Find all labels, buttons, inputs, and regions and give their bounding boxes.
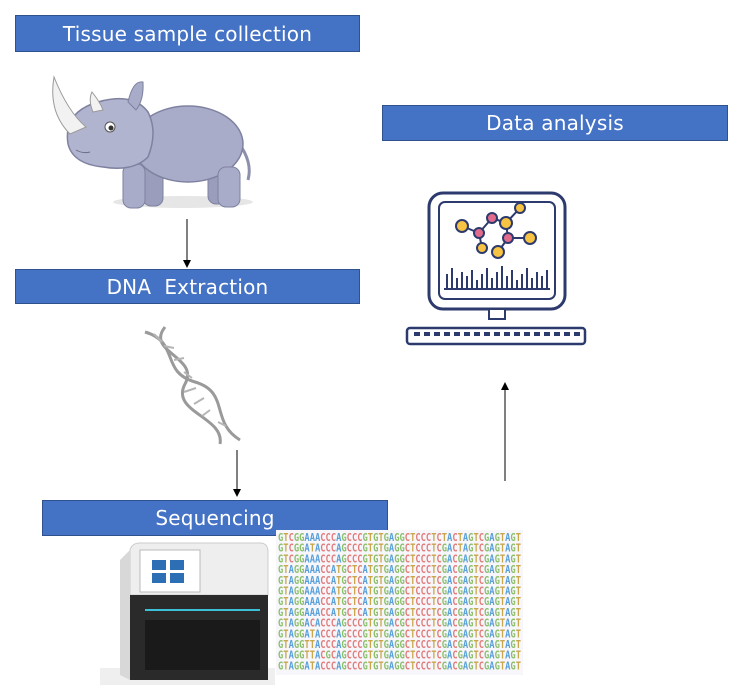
- step-tissue-sample-collection: Tissue sample collection: [15, 15, 360, 52]
- sequence-read: GTCGGAAACCCAGCCCGTGTGAGGCTCCCTCTACTAGTCG…: [278, 533, 521, 544]
- step-label: Sequencing: [155, 506, 275, 530]
- sequence-read: GTAGGAAACCATGCTCATGTGAGGCTCCCTCGACGAGTCG…: [278, 587, 521, 598]
- step-data-analysis: Data analysis: [382, 105, 728, 141]
- step-label: Data analysis: [486, 111, 624, 135]
- sequence-read: GTAGGAAACCATGCTCATGTGAGGCTCCCTCGACGAGTCG…: [278, 565, 521, 576]
- sequence-read: GTAGGAAACCATGCTCATGTGAGGCTCCCTCGACGAGTCG…: [278, 597, 521, 608]
- computer-analysis-icon: [405, 191, 587, 346]
- sequence-read: GTAGGTTACGCAGCCCGTGTGAGGCTCCCTCGACGAGTCG…: [278, 651, 521, 662]
- step-label: Tissue sample collection: [62, 21, 313, 46]
- sequence-read: GTAGGTTACCCAGCCCGTGTGAGGCTCCCTCGACGAGTCG…: [278, 640, 521, 651]
- sequence-read: GTAGGAAACCATGCTCATGTGAGGCTCCCTCGACGAGTCG…: [278, 608, 521, 619]
- sequence-read: GTAGGAAACCATGCTCATGTGAGGCTCCCTCGACGAGTCG…: [278, 576, 521, 587]
- dna-helix-icon: [144, 326, 241, 445]
- step-dna-extraction: DNA Extraction: [15, 269, 360, 304]
- step-label: DNA Extraction: [106, 274, 269, 299]
- sequence-read: GTAGGACACCCAGCCCGTGTGACGCTCCCTCGACGAGTCG…: [278, 619, 521, 630]
- sequence-read: GTCGGAAACCCAGCCCGTGTGAGGCTCCCTCGACGAGTCG…: [278, 554, 521, 565]
- sequence-read: GTCGGATACCCAGCCCGTGTGAGGCTCCCTCGACTAGTCG…: [278, 544, 521, 555]
- sequence-reads-panel: GTCGGAAACCCAGCCCGTGTGAGGCTCCCTCTACTAGTCG…: [276, 530, 523, 675]
- rhino-icon: [52, 75, 253, 209]
- sequence-read: GTAGGATACCCAGCCCGTGTGAGGCTCCCTCGACGAGTCG…: [278, 661, 521, 672]
- sequencer-machine-icon: [100, 542, 275, 685]
- sequence-read: GTAGGATACCCAGCCCGTGTGAGGCTCCCTCGACGAGTCG…: [278, 629, 521, 640]
